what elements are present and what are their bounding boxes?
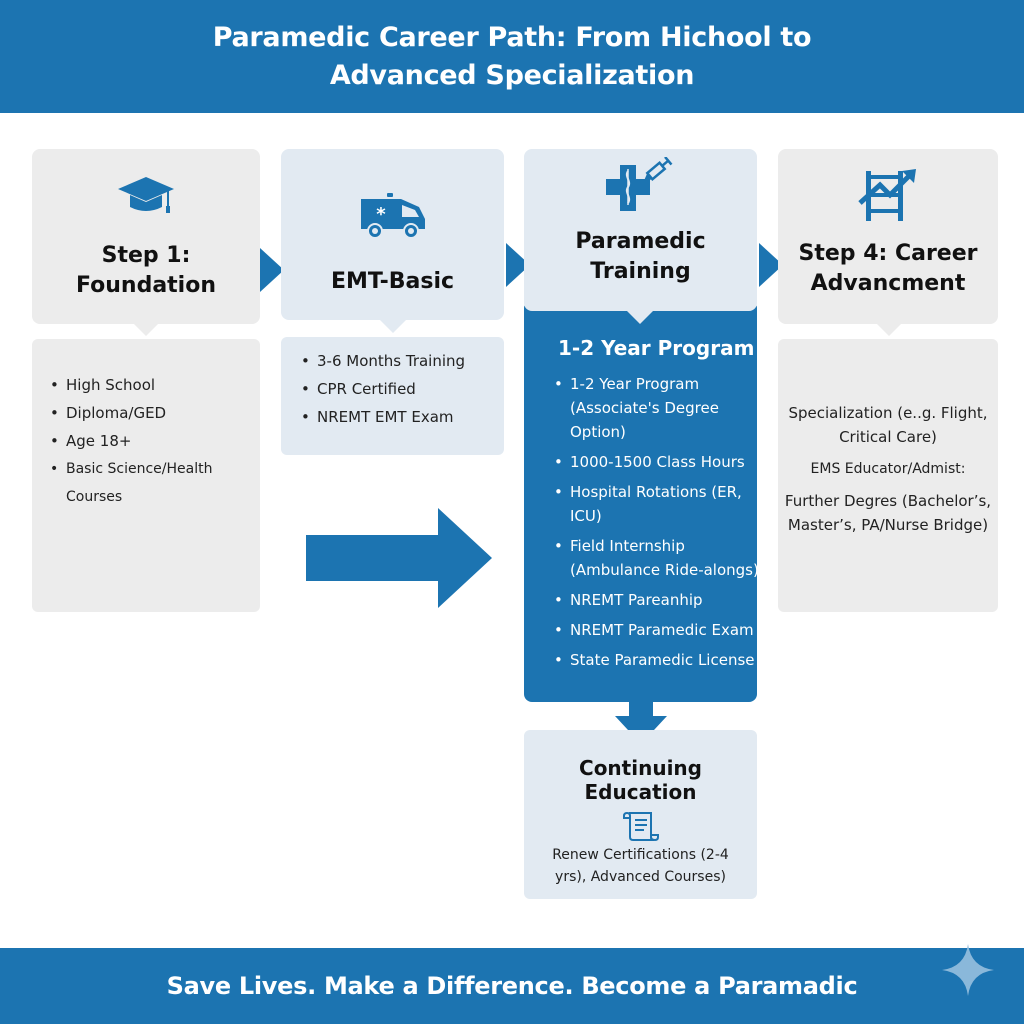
- step-4-pointer: [876, 323, 902, 336]
- step-1-header-card: Step 1: Foundation: [32, 149, 260, 324]
- list-item: State Paramedic License: [554, 648, 764, 672]
- medical-cross-syringe-icon: [605, 157, 672, 211]
- arrow-down-icon: [615, 700, 667, 744]
- step-1-title: Step 1: Foundation: [76, 243, 217, 298]
- graduation-cap-icon: [118, 177, 174, 213]
- step-3-title: Paramedic Training: [575, 229, 706, 284]
- list-item: NREMT EMT Exam: [301, 403, 504, 431]
- step-2-title: EMT-Basic: [330, 269, 455, 294]
- ambulance-icon: *: [360, 193, 425, 239]
- list-item: NREMT Paramedic Exam: [554, 618, 764, 642]
- footer-banner: Save Lives. Make a Difference. Become a …: [0, 948, 1024, 1024]
- step-2-details: 3-6 Months Training CPR Certified NREMT …: [281, 337, 504, 455]
- list-item: Age 18+: [50, 427, 260, 455]
- arrow-right-icon: [260, 248, 284, 292]
- list-item: Diploma/GED: [50, 399, 260, 427]
- big-arrow-right-icon: [306, 508, 492, 608]
- list-item: 1-2 Year Program (Associate's Degree Opt…: [554, 372, 764, 444]
- step-3-header-card: Paramedic Training: [524, 149, 757, 311]
- continuing-education-description: Renew Certifications (2-4 yrs), Advanced…: [552, 847, 729, 885]
- career-ladder-icon: [858, 169, 916, 221]
- list-item: Field Internship (Ambulance Ride-alongs): [554, 534, 764, 582]
- list-item: EMS Educator/Admist:: [810, 461, 966, 477]
- step-2-pointer: [380, 320, 406, 333]
- step-2-header-card: * EMT-Basic: [281, 149, 504, 320]
- page-title: Paramedic Career Path: From Hichool to A…: [212, 21, 812, 91]
- list-item: CPR Certified: [301, 375, 504, 403]
- header-banner: Paramedic Career Path: From Hichool to A…: [0, 0, 1024, 113]
- footer-tagline: Save Lives. Make a Difference. Become a …: [166, 972, 858, 1000]
- step-3-details: 1-2 Year Program 1-2 Year Program (Assoc…: [524, 330, 759, 678]
- step-4-details: Specialization (e..g. Flight, Critical C…: [778, 339, 998, 612]
- step-4-title: Step 4: Career Advancment: [798, 241, 978, 296]
- list-item: 1000-1500 Class Hours: [554, 450, 764, 474]
- list-item: Specialization (e..g. Flight, Critical C…: [788, 404, 988, 446]
- list-item: Further Degres (Bachelor’s, Master’s, PA…: [784, 492, 992, 534]
- step-3-pointer: [627, 311, 653, 324]
- svg-text:*: *: [376, 204, 386, 225]
- step-1-details: High School Diploma/GED Age 18+ Basic Sc…: [32, 339, 260, 612]
- list-item: 3-6 Months Training: [301, 347, 504, 375]
- step-1-pointer: [133, 323, 159, 336]
- list-item: NREMT Pareanhip: [554, 588, 764, 612]
- continuing-education-title: Continuing Education: [579, 756, 702, 804]
- step-4-header-card: Step 4: Career Advancment: [778, 149, 998, 324]
- list-item: High School: [50, 371, 260, 399]
- certificate-scroll-icon: [622, 811, 659, 842]
- sparkle-icon: [942, 944, 994, 996]
- step-3-subtitle: 1-2 Year Program: [558, 336, 755, 360]
- list-item: Hospital Rotations (ER, ICU): [554, 480, 764, 528]
- continuing-education-card: Continuing Education Renew Certification…: [524, 730, 757, 899]
- list-item: Basic Science/Health Courses: [50, 455, 260, 511]
